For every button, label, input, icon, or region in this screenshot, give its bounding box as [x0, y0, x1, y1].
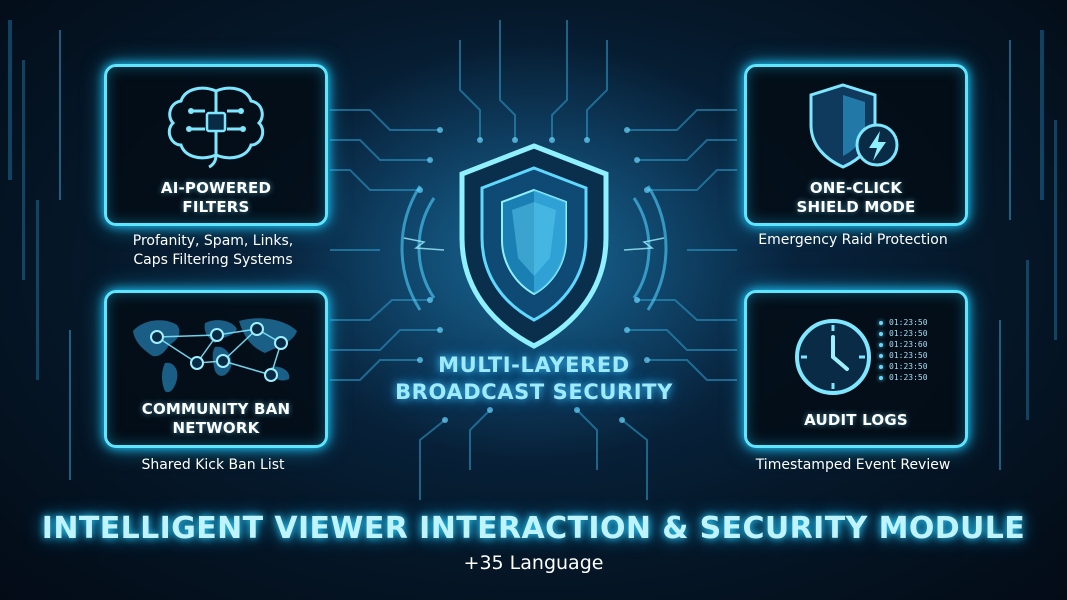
ai-filters-description-line1: Profanity, Spam, Links, — [132, 233, 294, 249]
community-ban-title-line2: NETWORK — [172, 419, 260, 437]
clock-icon — [795, 319, 871, 395]
log-dot-icon — [879, 342, 883, 347]
log-entry: 01:23:50 — [879, 350, 959, 361]
ai-filters-card: AI-POWERED FILTERS — [104, 64, 328, 226]
shield-icon — [400, 143, 668, 349]
log-dot-icon — [879, 331, 883, 336]
log-dot-icon — [879, 320, 883, 325]
center-title-line1: MULTI-LAYERED — [438, 353, 630, 377]
log-timestamp: 01:23:50 — [889, 318, 928, 327]
shield-mode-title: ONE-CLICK SHIELD MODE — [747, 179, 965, 217]
ai-filters-title: AI-POWERED FILTERS — [107, 179, 325, 217]
log-dot-icon — [879, 375, 883, 380]
log-entry: 01:23:50 — [879, 328, 959, 339]
log-entry: 01:23:50 — [879, 361, 959, 372]
community-ban-description: Shared Kick Ban List — [141, 457, 285, 473]
log-entry: 01:23:50 — [879, 317, 959, 328]
world-map-icon — [133, 318, 297, 393]
log-timestamp: 01:23:50 — [889, 351, 928, 360]
center-title: MULTI-LAYERED BROADCAST SECURITY — [360, 352, 708, 406]
shield-mode-description: Emergency Raid Protection — [758, 232, 948, 248]
log-timestamp: 01:23:50 — [889, 362, 928, 371]
audit-logs-card: 01:23:50 01:23:50 01:23:60 01:23:50 01:2… — [744, 290, 968, 448]
center-title-line2: BROADCAST SECURITY — [395, 380, 673, 404]
shield-mode-title-line2: SHIELD MODE — [796, 198, 916, 216]
ai-filters-title-line2: FILTERS — [182, 198, 250, 216]
shield-bolt-icon — [809, 83, 899, 169]
brain-icon — [167, 86, 265, 169]
community-ban-title-line1: COMMUNITY BAN — [141, 400, 291, 418]
audit-logs-title: AUDIT LOGS — [804, 411, 908, 429]
page-subtitle: +35 Language — [463, 552, 604, 574]
page-title: INTELLIGENT VIEWER INTERACTION & SECURIT… — [41, 511, 1026, 546]
audit-logs-description: Timestamped Event Review — [755, 457, 951, 473]
ai-filters-description-line2: Caps Filtering Systems — [133, 252, 293, 268]
log-entry: 01:23:60 — [879, 339, 959, 350]
ai-filters-description: Profanity, Spam, Links, Caps Filtering S… — [100, 232, 326, 270]
log-timestamp: 01:23:50 — [889, 373, 928, 382]
log-timestamp: 01:23:50 — [889, 329, 928, 338]
ai-filters-title-line1: AI-POWERED — [160, 179, 272, 197]
log-dot-icon — [879, 353, 883, 358]
community-ban-title: COMMUNITY BAN NETWORK — [107, 400, 325, 438]
log-entry: 01:23:50 — [879, 372, 959, 383]
shield-mode-title-line1: ONE-CLICK — [809, 179, 903, 197]
community-ban-card: COMMUNITY BAN NETWORK — [104, 290, 328, 448]
log-timestamp: 01:23:60 — [889, 340, 928, 349]
audit-log-timestamps: 01:23:50 01:23:50 01:23:60 01:23:50 01:2… — [879, 317, 959, 383]
shield-mode-card: ONE-CLICK SHIELD MODE — [744, 64, 968, 226]
log-dot-icon — [879, 364, 883, 369]
